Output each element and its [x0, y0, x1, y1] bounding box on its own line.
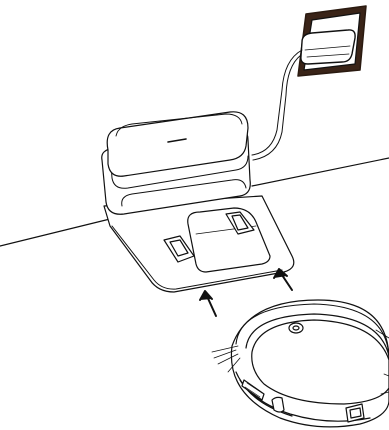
power-plug: [301, 30, 355, 64]
power-cord: [252, 50, 302, 160]
arrow-right-icon: [274, 269, 292, 290]
wall-outlet: [298, 6, 366, 76]
arrow-left-icon: [200, 291, 216, 316]
charging-dock: [102, 112, 294, 292]
power-button: [289, 323, 303, 333]
robot-vacuum: [212, 300, 389, 427]
